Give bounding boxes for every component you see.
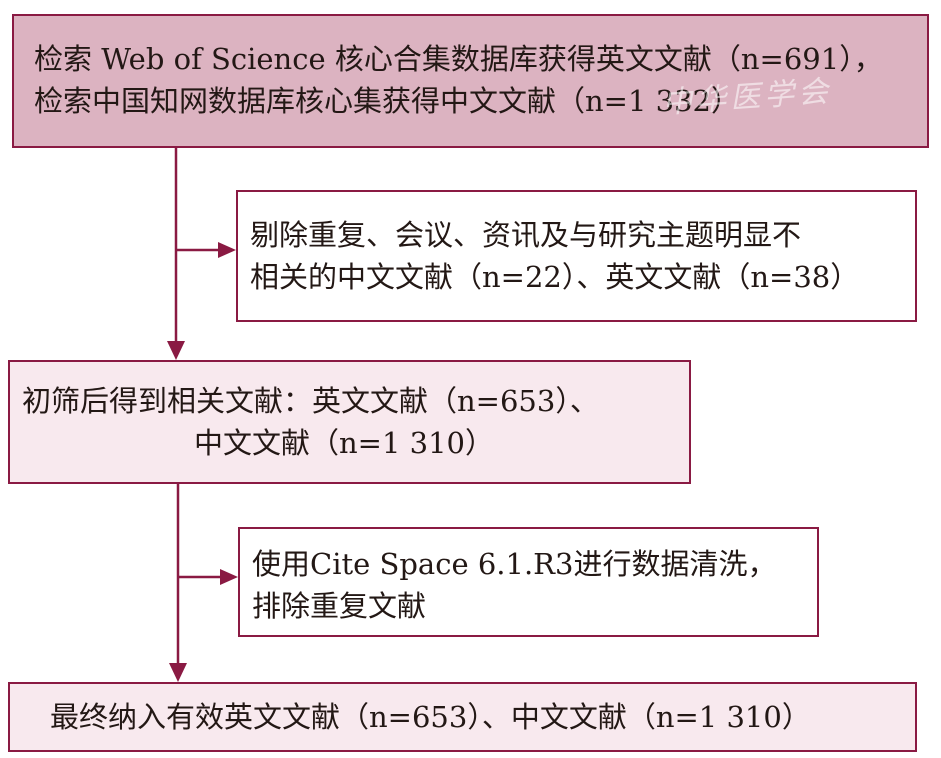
- arrowhead-branch-1: [218, 242, 236, 258]
- search-line-2: 检索中国知网数据库核心集获得中文文献（n=1 332）: [34, 84, 740, 118]
- final-inclusion-box: 最终纳入有效英文文献（n=653）、中文文献（n=1 310）: [8, 682, 917, 752]
- exclude-line-1: 剔除重复、会议、资讯及与研究主题明显不: [250, 218, 802, 252]
- citespace-line-2: 排除重复文献: [252, 589, 427, 623]
- exclude-line-2: 相关的中文文献（n=22）、英文文献（n=38）: [250, 260, 860, 294]
- citespace-line-1: 使用Cite Space 6.1.R3进行数据清洗，: [252, 547, 777, 581]
- search-results-box: 检索 Web of Science 核心合集数据库获得英文文献（n=691）， …: [12, 14, 929, 148]
- initial-screen-line-2: 中文文献（n=1 310）: [194, 426, 494, 460]
- initial-screen-box: 初筛后得到相关文献：英文文献（n=653）、 中文文献（n=1 310）: [8, 360, 691, 484]
- arrowhead-down-1: [167, 341, 185, 360]
- initial-screen-line-1: 初筛后得到相关文献：英文文献（n=653）、: [22, 384, 599, 418]
- final-line-1: 最终纳入有效英文文献（n=653）、中文文献（n=1 310）: [50, 700, 811, 734]
- citespace-clean-box: 使用Cite Space 6.1.R3进行数据清洗， 排除重复文献: [238, 527, 819, 637]
- search-line-1: 检索 Web of Science 核心合集数据库获得英文文献（n=691），: [34, 42, 883, 76]
- arrowhead-branch-2: [220, 569, 238, 585]
- exclude-duplicates-box: 剔除重复、会议、资讯及与研究主题明显不 相关的中文文献（n=22）、英文文献（n…: [236, 190, 917, 322]
- arrowhead-down-2: [169, 663, 187, 682]
